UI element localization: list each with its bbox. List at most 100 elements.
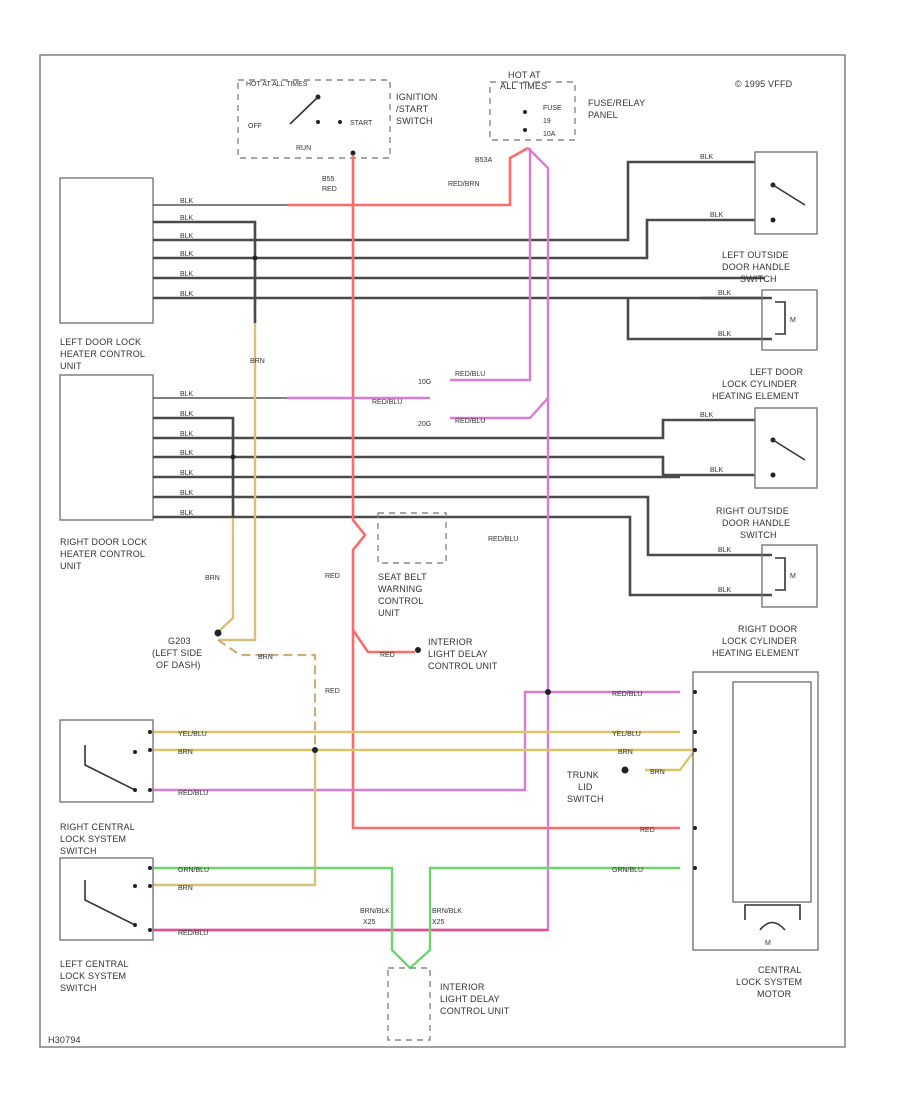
- seat-belt-warning-unit: [377, 512, 447, 564]
- trunk-switch-label: TRUNK: [567, 770, 599, 780]
- interior-delay-upper-label: INTERIOR: [428, 637, 473, 647]
- svg-text:BLK: BLK: [180, 251, 194, 258]
- ignition-switch-label-2: /START: [396, 104, 429, 114]
- svg-text:BLK: BLK: [180, 431, 194, 438]
- left-cylinder-heating-element: M: [761, 289, 818, 351]
- svg-text:RED/BLU: RED/BLU: [612, 691, 642, 698]
- svg-text:BLK: BLK: [180, 198, 194, 205]
- svg-text:HOT AT: HOT AT: [508, 70, 541, 80]
- svg-text:BRN: BRN: [205, 575, 220, 582]
- svg-text:START: START: [350, 120, 373, 127]
- svg-text:RED/BLU: RED/BLU: [455, 371, 485, 378]
- svg-text:RED: RED: [325, 573, 340, 580]
- right-central-lock-switch: [59, 719, 154, 803]
- svg-text:BRN: BRN: [178, 885, 193, 892]
- interior-delay-lower-label-2: LIGHT DELAY: [440, 994, 500, 1004]
- splice-point: [312, 747, 318, 753]
- right-outside-handle-label: RIGHT OUTSIDE: [716, 506, 789, 516]
- trunk-lid-switch: [621, 766, 629, 774]
- diagram-frame: [39, 54, 846, 1048]
- right-cylinder-label-3: HEATING ELEMENT: [712, 648, 800, 658]
- left-central-switch-label: LEFT CENTRAL: [60, 959, 129, 969]
- svg-text:BLK: BLK: [718, 290, 732, 297]
- right-heater-control-unit: [59, 374, 154, 521]
- right-cylinder-heating-element: M: [761, 544, 818, 608]
- fuse-panel-label-2: PANEL: [588, 110, 618, 120]
- left-outside-handle-switch: [754, 151, 818, 235]
- brown-ground-wires: BRN BRN BRN BRN BRN BRN BRN: [153, 323, 698, 892]
- svg-text:RED: RED: [640, 827, 655, 834]
- ignition-switch: HOT AT ALL TIMES OFF START RUN: [237, 79, 391, 159]
- svg-text:BLK: BLK: [718, 587, 732, 594]
- svg-text:GRN/BLU: GRN/BLU: [612, 867, 643, 874]
- splice-point: [230, 454, 236, 460]
- right-central-switch-label: RIGHT CENTRAL: [60, 822, 135, 832]
- svg-text:OFF: OFF: [248, 123, 262, 130]
- left-cylinder-label-2: LOCK CYLINDER: [722, 379, 797, 389]
- ignition-switch-label-3: SWITCH: [396, 116, 433, 126]
- svg-text:BLK: BLK: [180, 271, 194, 278]
- svg-text:BRN: BRN: [618, 749, 633, 756]
- svg-text:BLK: BLK: [180, 291, 194, 298]
- central-lock-motor: M: [692, 671, 819, 951]
- svg-text:RED/BLU: RED/BLU: [455, 418, 485, 425]
- svg-text:BLK: BLK: [710, 212, 724, 219]
- fuse-panel-label: FUSE/RELAY: [588, 98, 645, 108]
- svg-text:RED: RED: [325, 688, 340, 695]
- seat-belt-label-4: UNIT: [378, 608, 400, 618]
- svg-text:BRN: BRN: [650, 769, 665, 776]
- interior-delay-upper-label-2: LIGHT DELAY: [428, 649, 488, 659]
- svg-text:10A: 10A: [543, 131, 556, 138]
- left-outside-handle-label: LEFT OUTSIDE: [722, 250, 789, 260]
- fuse-relay-panel: HOT AT ALL TIMES FUSE 19 10A: [489, 70, 576, 141]
- left-unit-wires: BLK BLK BLK BLK BLK BLK BLK BLK BLK BLK: [153, 154, 772, 341]
- svg-text:YEL/BLU: YEL/BLU: [612, 731, 641, 738]
- svg-text:ALL TIMES: ALL TIMES: [500, 81, 547, 91]
- seat-belt-label: SEAT BELT: [378, 572, 427, 582]
- yellow-blue-wire: YEL/BLU YEL/BLU: [153, 730, 680, 738]
- svg-text:BLK: BLK: [718, 547, 732, 554]
- right-unit-wires: BLK BLK BLK BLK BLK BLK BLK BLK BLK BLK …: [153, 391, 772, 597]
- seat-belt-label-3: CONTROL: [378, 596, 423, 606]
- svg-text:RED: RED: [380, 652, 395, 659]
- left-central-switch-label-3: SWITCH: [60, 983, 97, 993]
- svg-text:B53A: B53A: [475, 157, 492, 164]
- svg-text:YEL/BLU: YEL/BLU: [178, 731, 207, 738]
- left-central-lock-switch: [59, 857, 154, 941]
- right-heater-label: RIGHT DOOR LOCK: [60, 537, 147, 547]
- right-heater-label-3: UNIT: [60, 561, 82, 571]
- right-outside-handle-label-3: SWITCH: [740, 530, 777, 540]
- svg-text:RED/BRN: RED/BRN: [448, 181, 480, 188]
- right-central-switch-label-2: LOCK SYSTEM: [60, 834, 126, 844]
- copyright-label: © 1995 VFFD: [735, 79, 793, 89]
- svg-text:BLK: BLK: [180, 450, 194, 457]
- right-central-switch-label-3: SWITCH: [60, 846, 97, 856]
- left-cylinder-label: LEFT DOOR: [750, 367, 803, 377]
- svg-text:BLK: BLK: [180, 391, 194, 398]
- left-outside-handle-label-3: SWITCH: [740, 274, 777, 284]
- svg-text:BRN/BLK: BRN/BLK: [432, 908, 462, 915]
- svg-text:RED: RED: [322, 186, 337, 193]
- ground-label: G203: [168, 636, 191, 646]
- svg-text:M: M: [790, 573, 796, 580]
- svg-text:BRN: BRN: [250, 358, 265, 365]
- svg-text:BLK: BLK: [180, 490, 194, 497]
- lock-motor-label: CENTRAL: [758, 965, 801, 975]
- lock-motor-label-2: LOCK SYSTEM: [736, 977, 802, 987]
- svg-text:BLK: BLK: [700, 154, 714, 161]
- svg-text:BRN/BLK: BRN/BLK: [360, 908, 390, 915]
- ground-label-3: OF DASH): [156, 660, 201, 670]
- svg-text:19: 19: [543, 118, 551, 125]
- splice-point: [545, 689, 551, 695]
- svg-text:20G: 20G: [418, 421, 431, 428]
- left-central-switch-label-2: LOCK SYSTEM: [60, 971, 126, 981]
- left-heater-control-unit: [59, 177, 154, 324]
- svg-text:RED/BLU: RED/BLU: [178, 790, 208, 797]
- left-heater-label-2: HEATER CONTROL: [60, 349, 145, 359]
- svg-text:GRN/BLU: GRN/BLU: [178, 867, 209, 874]
- svg-text:BLK: BLK: [180, 470, 194, 477]
- right-cylinder-label: RIGHT DOOR: [738, 624, 798, 634]
- right-cylinder-label-2: LOCK CYLINDER: [722, 636, 797, 646]
- splice-point: [252, 255, 258, 261]
